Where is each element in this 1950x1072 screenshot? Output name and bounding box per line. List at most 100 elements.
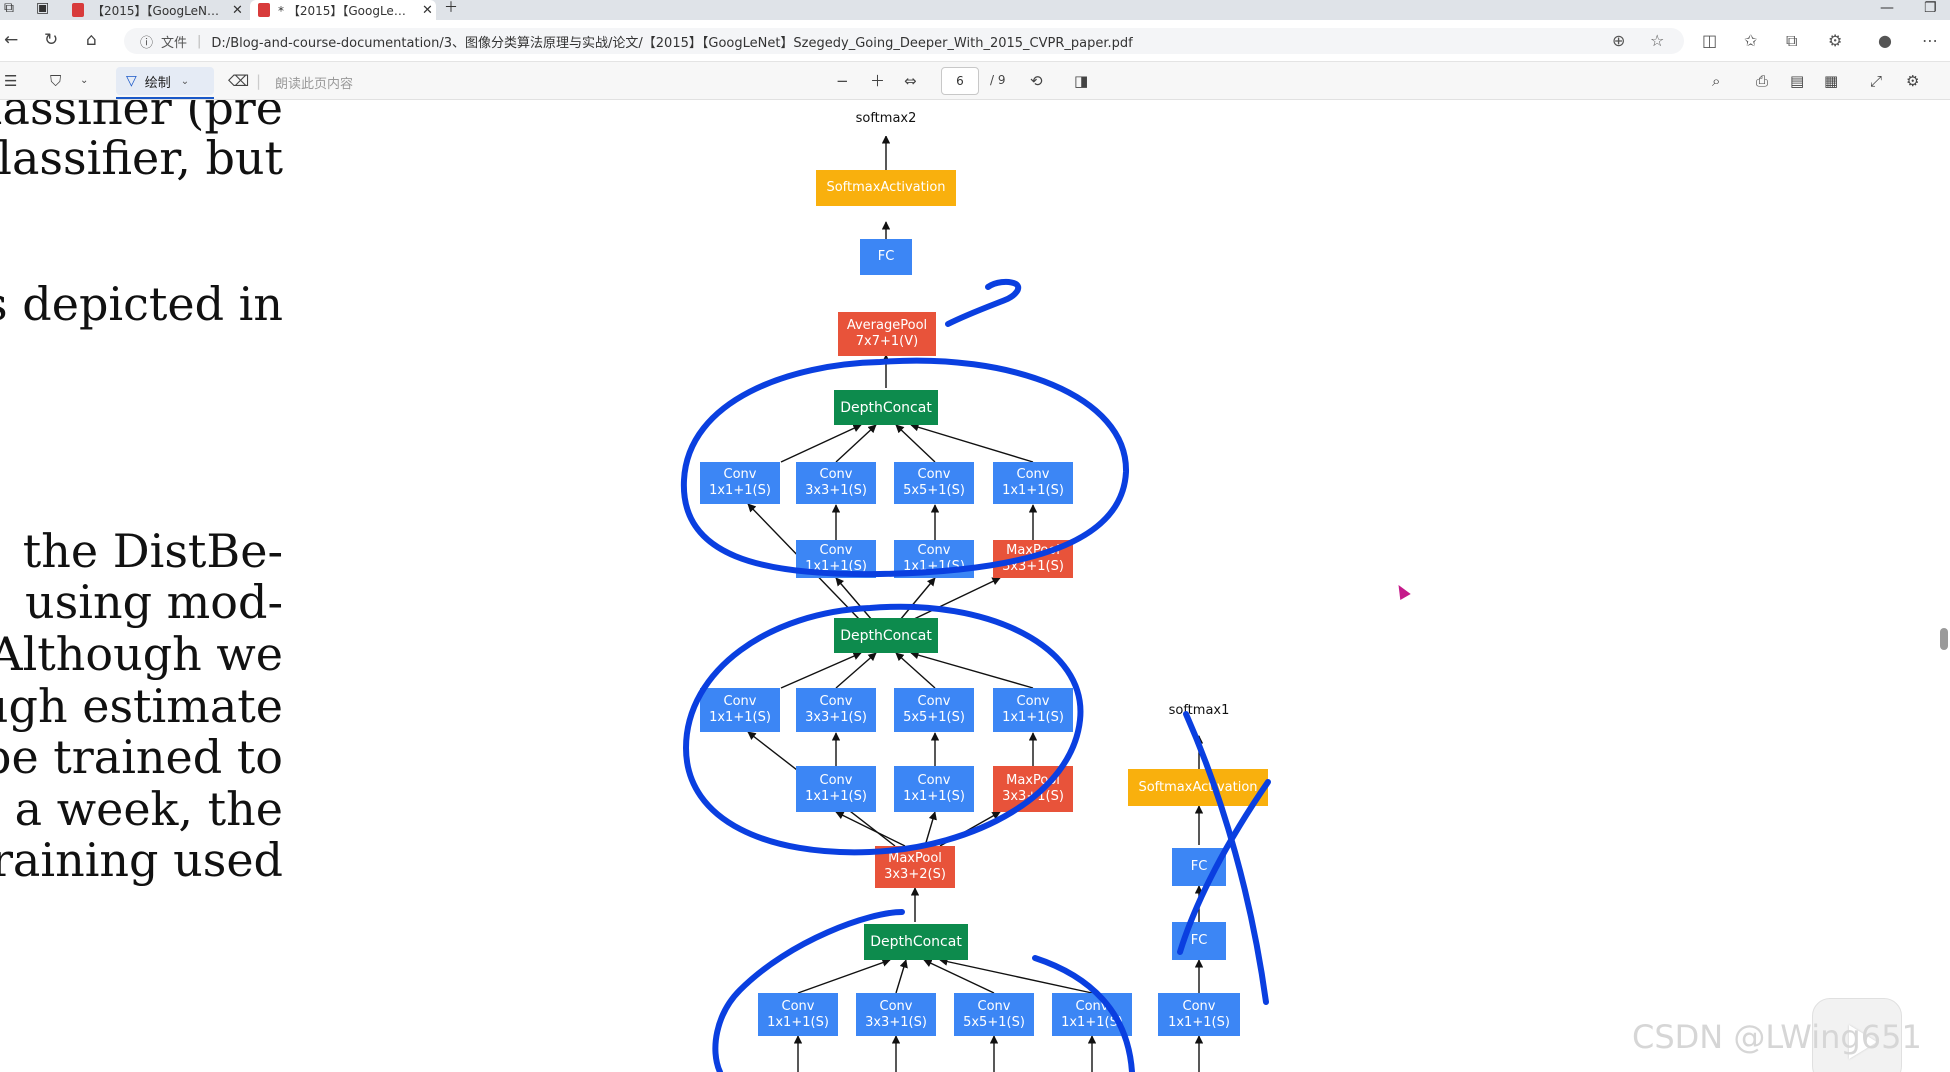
favorites-icon[interactable]: ✩	[1744, 31, 1758, 50]
ink-ellipse-middle	[683, 603, 1084, 856]
node-label: Conv	[917, 773, 951, 788]
contents-icon[interactable]: ☰	[4, 72, 18, 90]
play-button-icon[interactable]	[1812, 998, 1902, 1072]
toolbar-divider: |	[256, 72, 262, 90]
more-menu-icon[interactable]: ⋯	[1922, 31, 1938, 50]
close-icon[interactable]: ✕	[422, 2, 433, 18]
pdf-icon	[258, 3, 270, 17]
ink-annotations	[680, 278, 1271, 1072]
node-label: Conv	[917, 467, 951, 482]
node-label: MaxPool	[888, 851, 942, 866]
tab-pdf-2[interactable]: * 【2015】【GoogLeNet】Szege ✕	[250, 0, 436, 20]
node-label: 1x1+1(S)	[709, 710, 771, 725]
edge	[939, 957, 1093, 994]
edge	[895, 652, 936, 689]
close-icon[interactable]: ✕	[232, 2, 243, 18]
paper-text-line: a week, the	[14, 782, 283, 836]
zoom-out-icon[interactable]: −	[836, 72, 849, 90]
url-field[interactable]: ⓘ 文件 | D:/Blog-and-course-documentation/…	[124, 28, 1684, 54]
tab-actions-icon[interactable]: ▣	[36, 0, 50, 16]
profile-icon[interactable]: ⧉	[4, 0, 14, 16]
collections-icon[interactable]: ⧉	[1786, 31, 1798, 50]
back-icon[interactable]: ←	[4, 30, 19, 50]
home-icon[interactable]: ⌂	[86, 30, 97, 50]
avatar[interactable]: ●	[1878, 31, 1892, 50]
softmax-activation-node: SoftmaxActivation	[816, 170, 956, 206]
paper-text-line: be trained to	[0, 730, 283, 784]
favorite-star-icon[interactable]: ☆	[1650, 31, 1665, 50]
paper-text-line: Although we	[0, 627, 283, 681]
softmax2-label: softmax2	[855, 111, 917, 126]
highlight-icon[interactable]: ⛉	[50, 72, 62, 90]
paper-text-line: classifier, but	[0, 131, 283, 185]
rotate-icon[interactable]: ⟲	[1030, 72, 1043, 90]
search-icon[interactable]: ⌕	[1712, 72, 1721, 90]
ink-scribble	[945, 278, 1022, 327]
draw-button[interactable]: ▽ 绘制 ⌄	[116, 67, 214, 95]
node-label: 3x3+2(S)	[884, 867, 946, 882]
save-icon[interactable]: ▤	[1790, 72, 1805, 90]
tab-title: * 【2015】【GoogLeNet】Szege	[278, 3, 414, 18]
tab-pdf-1[interactable]: 【2015】【GoogLeNet】Szeged ✕	[66, 0, 244, 20]
node-label: Conv	[723, 467, 757, 482]
fit-width-icon[interactable]: ⇔	[904, 72, 917, 90]
ink-arc-right	[1032, 955, 1135, 1072]
softmax-activation-node: SoftmaxActivation	[1128, 769, 1268, 806]
node-label: FC	[877, 249, 895, 264]
eraser-icon[interactable]: ⌫	[228, 72, 250, 90]
paper-text-line: the DistBe-	[22, 524, 283, 578]
node-label: DepthConcat	[870, 934, 962, 950]
node-label: 1x1+1(S)	[1002, 710, 1064, 725]
node-label: DepthConcat	[840, 627, 932, 644]
softmax1-node: softmax1	[1137, 693, 1261, 729]
node-label: Conv	[917, 543, 951, 558]
edge	[910, 423, 1034, 463]
draw-label: 绘制	[144, 75, 171, 91]
zoom-icon[interactable]: ⊕	[1612, 31, 1626, 50]
node-label: Conv	[781, 998, 815, 1014]
restore-icon[interactable]: ❐	[1924, 0, 1937, 16]
url-text[interactable]: D:/Blog-and-course-documentation/3、图像分类算…	[211, 35, 1133, 51]
node-label: 1x1+1(S)	[709, 483, 771, 498]
new-tab-icon[interactable]: ＋	[444, 0, 458, 16]
node-label: 5x5+1(S)	[903, 710, 965, 725]
print-icon[interactable]: ⎙	[1756, 72, 1769, 90]
address-bar: ← ↻ ⌂ ⓘ 文件 | D:/Blog-and-course-document…	[0, 20, 1950, 62]
edge	[923, 959, 995, 994]
softmax2-node: softmax2	[824, 102, 948, 136]
edge	[911, 577, 1001, 621]
page-number-input[interactable]: 6	[941, 67, 979, 95]
node-label: DepthConcat	[840, 399, 932, 416]
info-icon[interactable]: ⓘ	[140, 35, 154, 51]
save-as-icon[interactable]: ▦	[1824, 72, 1839, 90]
scrollbar-thumb[interactable]	[1940, 628, 1948, 650]
zoom-in-icon[interactable]: ＋	[870, 72, 886, 90]
refresh-icon[interactable]: ↻	[44, 30, 59, 50]
split-screen-icon[interactable]: ◫	[1702, 31, 1718, 50]
chevron-down-icon[interactable]: ⌄	[180, 75, 190, 87]
node-label: FC	[1190, 859, 1208, 874]
depthconcat-node: DepthConcat	[864, 924, 968, 960]
read-aloud-button[interactable]: 朗读此页内容	[275, 77, 354, 92]
node-label: Conv	[1075, 998, 1109, 1014]
settings-icon[interactable]: ⚙	[1906, 72, 1920, 90]
paper-text-line: ough estimate	[0, 679, 283, 733]
node-label: AveragePool	[846, 318, 928, 333]
draw-active-underline	[116, 97, 214, 99]
ink-ellipse-top	[680, 357, 1130, 578]
page-view-icon[interactable]: ◨	[1074, 72, 1089, 90]
pdf-toolbar: ☰ ⛉ ⌄ ▽ 绘制 ⌄ ⌫ | 朗读此页内容 − ＋ ⇔ 6 / 9 ⟲ ◨ …	[0, 62, 1950, 100]
extensions-icon[interactable]: ⚙	[1828, 31, 1843, 50]
fullscreen-icon[interactable]: ⤢	[1870, 72, 1883, 90]
node-label: 1x1+1(S)	[1002, 483, 1064, 498]
edge	[835, 652, 877, 689]
minimize-icon[interactable]: —	[1880, 0, 1894, 16]
edge	[899, 577, 936, 621]
node-label: 1x1+1(S)	[767, 1014, 829, 1030]
chevron-down-icon[interactable]: ⌄	[80, 75, 89, 86]
paper-text-line: is depicted in	[0, 277, 283, 331]
